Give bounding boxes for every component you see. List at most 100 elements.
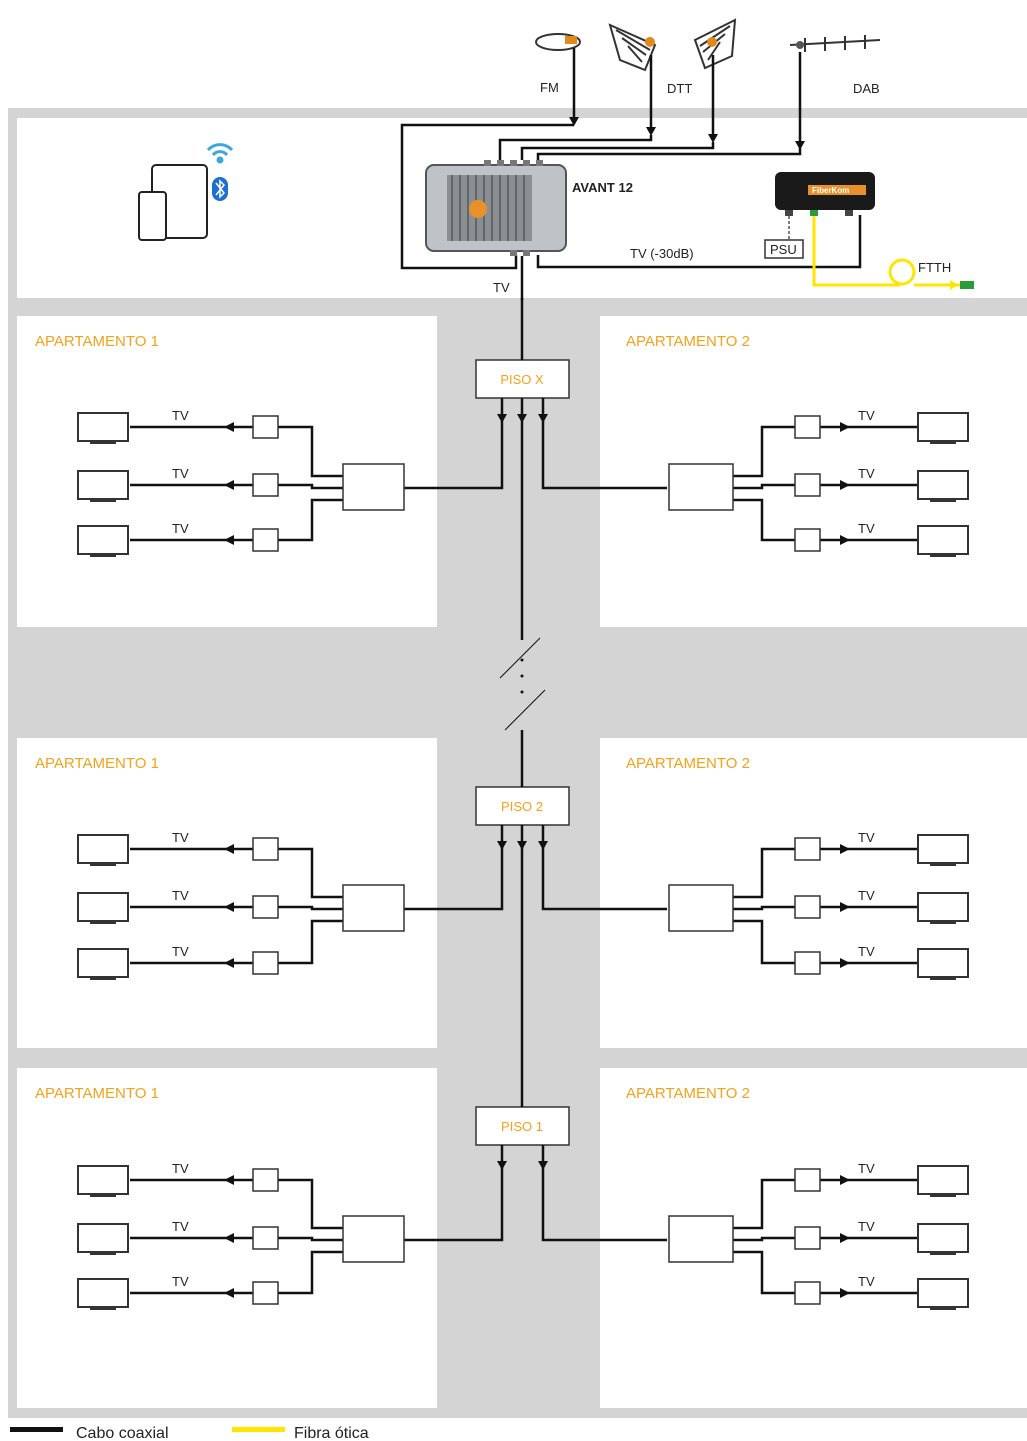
- legend-coax: Cabo coaxial: [76, 1425, 169, 1441]
- wall-outlet-icon: [794, 1281, 821, 1305]
- fiberkom-brand: FiberKom: [812, 186, 849, 195]
- outlet-arrow: [840, 1233, 850, 1243]
- apartment-1-label: APARTAMENTO 1: [35, 333, 159, 350]
- tablet-phone-icon: [138, 164, 208, 241]
- fm-label: FM: [540, 80, 559, 95]
- apartment-1-label: APARTAMENTO 1: [35, 755, 159, 772]
- outlet-arrow: [224, 844, 234, 854]
- wall-outlet-icon: [794, 528, 821, 552]
- tv-icon: [917, 948, 969, 978]
- tv-label: TV: [172, 408, 189, 423]
- tv-icon: [917, 412, 969, 442]
- tv-icon: [917, 892, 969, 922]
- tv-label: TV: [858, 1274, 875, 1289]
- outlet-arrow: [224, 1288, 234, 1298]
- apartment-1-label: APARTAMENTO 1: [35, 1085, 159, 1102]
- splitter-right: [668, 884, 734, 932]
- outlet-arrow: [840, 422, 850, 432]
- splitter-right: [668, 1215, 734, 1263]
- wall-outlet-icon: [794, 415, 821, 439]
- tv-out-label: TV: [493, 280, 510, 295]
- splitter-right: [668, 463, 734, 511]
- tv-icon: [917, 1165, 969, 1195]
- apartment-2-label: APARTAMENTO 2: [626, 333, 750, 350]
- apartment-2-label: APARTAMENTO 2: [626, 755, 750, 772]
- dtt-label: DTT: [667, 81, 692, 96]
- tap-arrow: [538, 841, 548, 850]
- outlet-arrow: [840, 535, 850, 545]
- tv-label: TV: [172, 830, 189, 845]
- tv-stand: [930, 863, 956, 866]
- tv-label: TV: [172, 1274, 189, 1289]
- wall-outlet-icon: [252, 415, 279, 439]
- tv-stand: [930, 441, 956, 444]
- wall-outlet-icon: [252, 895, 279, 919]
- tv-icon: [917, 470, 969, 500]
- legend-fiber: Fibra ótica: [294, 1425, 369, 1441]
- ftth-label: FTTH: [918, 260, 951, 275]
- riser-tap-box: [475, 786, 570, 826]
- tv-icon: [77, 525, 129, 555]
- fiber-arrow: [950, 280, 958, 290]
- antenna-cables: [400, 48, 862, 270]
- floor-coax-cables: [130, 825, 918, 965]
- outlet-arrow: [224, 480, 234, 490]
- wall-outlet-icon: [794, 1168, 821, 1192]
- wall-outlet-icon: [794, 1226, 821, 1250]
- riser-tap-box: [475, 359, 570, 399]
- legend-coax-swatch: [10, 1427, 63, 1432]
- continuation-dot: [520, 690, 524, 694]
- dtt-antenna-2-icon: [693, 18, 737, 70]
- outlet-arrow: [224, 1233, 234, 1243]
- tv-stand: [930, 1252, 956, 1255]
- avant12-headend-icon: [425, 160, 567, 256]
- continuation-dot: [520, 674, 524, 678]
- outlet-arrow: [840, 958, 850, 968]
- apartment-2-label: APARTAMENTO 2: [626, 1085, 750, 1102]
- tv-label: TV: [858, 1219, 875, 1234]
- tv-label: TV: [172, 1219, 189, 1234]
- tv-icon: [77, 1278, 129, 1308]
- antenna-arrows: [569, 117, 805, 150]
- legend-fiber-swatch: [232, 1427, 285, 1432]
- tv-fiber-label: TV (-30dB): [630, 246, 694, 261]
- tv-icon: [917, 834, 969, 864]
- outlet-arrow: [840, 1288, 850, 1298]
- tv-stand: [90, 441, 116, 444]
- tv-icon: [917, 525, 969, 555]
- riser-tap-label: PISO 1: [501, 1119, 543, 1134]
- wall-outlet-icon: [794, 473, 821, 497]
- wall-outlet-icon: [252, 473, 279, 497]
- continuation-dot: [520, 658, 524, 662]
- wall-outlet-icon: [252, 951, 279, 975]
- tv-icon: [77, 834, 129, 864]
- floor-coax-cables: [130, 398, 918, 542]
- psu-box: [764, 239, 804, 259]
- tv-stand: [930, 977, 956, 980]
- tv-stand: [930, 1194, 956, 1197]
- fm-antenna-icon: [535, 33, 581, 51]
- tap-arrow: [538, 1161, 548, 1170]
- tv-icon: [917, 1223, 969, 1253]
- tv-stand: [90, 499, 116, 502]
- wall-outlet-icon: [252, 837, 279, 861]
- riser-tap-label: PISO 2: [501, 799, 543, 814]
- floor-coax-cables: [130, 1145, 918, 1295]
- outlet-arrow: [840, 844, 850, 854]
- tv-label: TV: [858, 1161, 875, 1176]
- tv-stand: [90, 554, 116, 557]
- tv-label: TV: [858, 408, 875, 423]
- ftth-connector-icon: [960, 281, 974, 289]
- fiberkom-device-icon: [775, 172, 875, 216]
- wall-outlet-icon: [252, 1168, 279, 1192]
- tv-label: TV: [172, 944, 189, 959]
- riser-tap-label: PISO X: [500, 372, 544, 387]
- wall-outlet-icon: [252, 1281, 279, 1305]
- tv-stand: [930, 921, 956, 924]
- wall-outlet-icon: [252, 1226, 279, 1250]
- dab-antenna-icon: [789, 35, 881, 52]
- splitter-left: [342, 884, 405, 932]
- splitter-left: [342, 463, 405, 511]
- tv-icon: [77, 892, 129, 922]
